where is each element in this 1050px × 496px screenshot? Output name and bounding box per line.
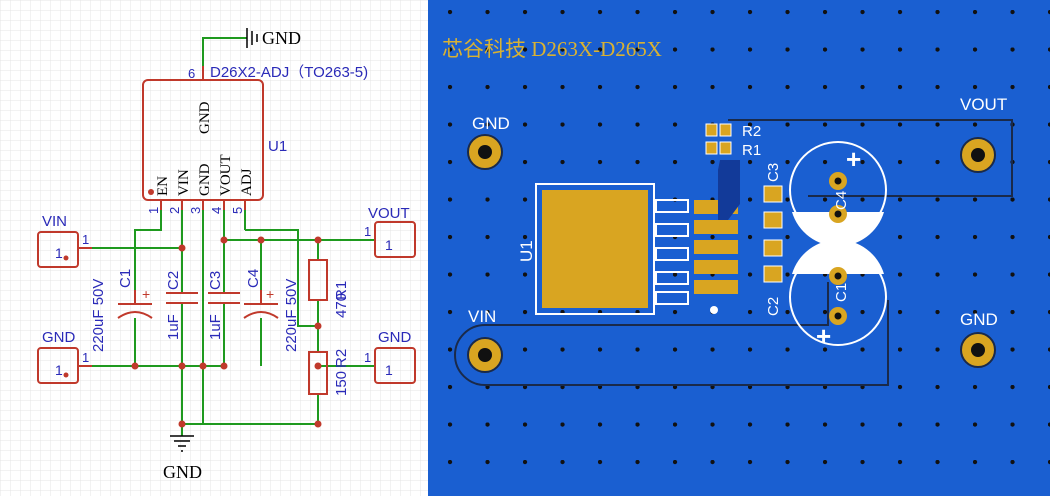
resistor-r2-value: 150 xyxy=(333,371,350,396)
capacitor-c2 xyxy=(166,292,198,304)
mounting-pad-gnd-left xyxy=(467,134,503,170)
ic-pin-number-1: 1 xyxy=(146,207,161,214)
connector-vout: VOUT 1 1 xyxy=(364,205,416,258)
capacitor-c1-value: 220uF 50V xyxy=(90,279,107,352)
gnd-top-label: GND xyxy=(262,28,301,48)
pcb-r1-pads xyxy=(705,141,732,155)
junctions xyxy=(131,236,322,428)
mounting-pad-vout xyxy=(960,137,996,173)
connector-gnd-out-pin-outer: 1 xyxy=(364,350,371,365)
pcb-c3-pads xyxy=(763,185,783,229)
connector-vout-label: VOUT xyxy=(368,205,410,222)
pcb-c4-capacitor xyxy=(789,141,887,247)
pcb-feedback-trace xyxy=(718,160,740,220)
ic-pin6-number: 6 xyxy=(188,66,195,81)
connector-gnd-in-label: GND xyxy=(42,329,76,346)
capacitor-c1-designator: C1 xyxy=(117,269,134,288)
ic-pin-name-vout: VOUT xyxy=(218,154,234,196)
connector-gnd-out-label: GND xyxy=(378,329,412,346)
connector-vin: VIN 1 1 xyxy=(37,213,92,268)
capacitor-c3-designator: C3 xyxy=(207,271,224,290)
connector-vin-pin-outer: 1 xyxy=(82,232,89,247)
pcb-layout: 芯谷科技 D263X-D265X GND VIN VOUT GND xyxy=(428,0,1050,496)
capacitor-c4-designator: C4 xyxy=(245,269,262,288)
capacitor-c3 xyxy=(208,292,240,304)
ic-pin-number-3: 3 xyxy=(188,207,203,214)
svg-text:+: + xyxy=(142,286,150,302)
gnd-bottom-label: GND xyxy=(163,462,202,482)
capacitor-c2-designator: C2 xyxy=(165,271,182,290)
pcb-label-vin: VIN xyxy=(468,307,496,326)
schematic-diagram: GND GND 6 D26X2-ADJ（TO263-5) U1 GND EN V… xyxy=(0,0,428,496)
ic-pin-name-gnd: GND xyxy=(197,163,213,196)
connector-gnd-out: GND 1 1 xyxy=(364,329,416,384)
pcb-label-c3: C3 xyxy=(765,163,782,182)
pcb-label-r2: R2 xyxy=(742,123,761,140)
pcb-c1-capacitor xyxy=(789,239,887,346)
ic-part-name: D26X2-ADJ（TO263-5) xyxy=(210,64,368,81)
connector-vin-pin-inner: 1 xyxy=(55,245,63,261)
capacitor-c4: + C4 220uF 50V xyxy=(243,269,300,352)
pcb-c2-pads xyxy=(763,239,783,283)
mounting-pad-gnd-right xyxy=(960,332,996,368)
ic-pin-number-4: 4 xyxy=(209,207,224,214)
svg-text:+: + xyxy=(266,286,274,302)
pcb-c1-plus: + xyxy=(816,321,831,351)
connector-gnd-in-pin-inner: 1 xyxy=(55,362,63,378)
vout-trace-outline xyxy=(728,119,1013,197)
mounting-pad-vin xyxy=(467,337,503,373)
ic-pin-name-en: EN xyxy=(155,176,171,196)
pcb-label-r1: R1 xyxy=(742,142,761,159)
ic-pin6-name: GND xyxy=(197,101,213,134)
resistor-r2-designator: R2 xyxy=(333,349,350,368)
pcb-label-c1: C1 xyxy=(833,283,850,302)
pcb-label-c4: C4 xyxy=(833,191,850,210)
capacitor-c4-value: 220uF 50V xyxy=(283,279,300,352)
vin-trace-outline xyxy=(454,282,889,386)
connector-vout-pin-outer: 1 xyxy=(364,224,371,239)
pcb-label-gnd-right: GND xyxy=(960,310,998,329)
pcb-label-gnd-left: GND xyxy=(472,114,510,133)
connector-vout-pin-inner: 1 xyxy=(385,237,393,253)
resistor-r2: R2 150 xyxy=(308,349,350,396)
pcb-label-vout: VOUT xyxy=(960,95,1007,114)
pcb-label-u1: U1 xyxy=(517,240,536,262)
ic-designator: U1 xyxy=(268,138,287,155)
pcb-u1-package xyxy=(535,183,689,315)
pcb-title: 芯谷科技 D263X-D265X xyxy=(442,37,662,61)
pcb-label-c2: C2 xyxy=(765,297,782,316)
capacitor-c2-value: 1uF xyxy=(165,314,182,340)
pcb-c4-plus: + xyxy=(846,144,861,174)
resistor-r1-value: 470 xyxy=(333,293,350,318)
capacitor-c3-value: 1uF xyxy=(207,314,224,340)
pcb-pin1-marker xyxy=(710,306,718,314)
connector-vin-label: VIN xyxy=(42,213,67,230)
ic-pin-name-vin: VIN xyxy=(176,169,192,196)
connector-gnd-in-pin-outer: 1 xyxy=(82,350,89,365)
ic-pin-number-5: 5 xyxy=(230,207,245,214)
resistor-r1: R1 470 xyxy=(308,259,350,318)
connector-gnd-in: GND 1 1 xyxy=(37,329,92,384)
capacitor-c1: + C1 220uF 50V xyxy=(90,269,153,352)
gnd-symbol-bottom xyxy=(170,435,194,452)
ic-u1: 6 D26X2-ADJ（TO263-5) U1 GND EN VIN GND V… xyxy=(142,64,368,214)
pcb-r2-pads xyxy=(705,123,732,137)
resistor-r1-designator: R1 xyxy=(333,281,350,300)
connector-gnd-out-pin-inner: 1 xyxy=(385,362,393,378)
ic-pin-name-adj: ADJ xyxy=(239,168,255,196)
gnd-symbol-top xyxy=(246,28,258,48)
ic-pin-number-2: 2 xyxy=(167,207,182,214)
